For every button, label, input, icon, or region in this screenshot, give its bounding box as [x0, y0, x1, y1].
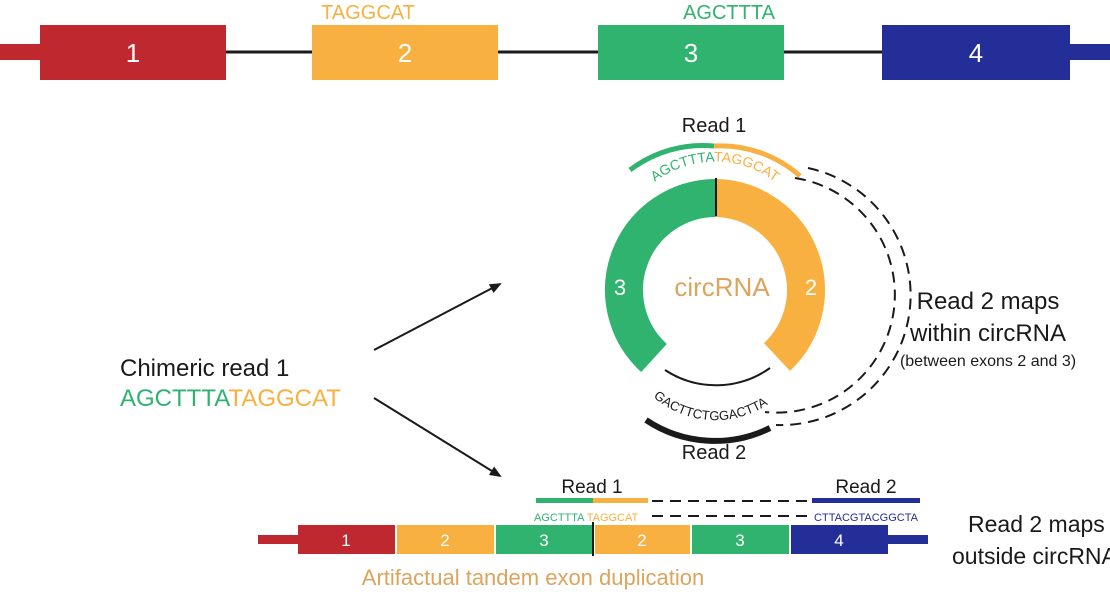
tandem-read2-sequence: CTTACGTACGGCTA: [814, 512, 919, 524]
top-exon-2-sequence: TAGGCAT: [321, 2, 415, 24]
tandem-caption: Artifactual tandem exon duplication: [362, 565, 704, 590]
top-exon-3: [598, 25, 784, 80]
circ-dashed-arc-outer: [775, 167, 912, 427]
top-exon-1: [40, 25, 226, 80]
tandem-exon-4-label: 4: [834, 531, 843, 550]
circ-read1-label: Read 1: [682, 115, 747, 137]
chimeric-read-group: Chimeric read 1 AGCTTTATAGGCAT: [120, 283, 502, 478]
top-exon-2-label: 2: [398, 38, 412, 68]
tandem-note-line2: outside circRNA: [952, 543, 1110, 569]
arrow-to-tandem: [373, 397, 502, 478]
circ-read1-seq-orange: TAGGCAT: [714, 149, 783, 185]
circ-read1-green-bar: [628, 142, 715, 172]
tandem-exon-4: [791, 525, 888, 554]
chimeric-seq-green: AGCTTTA: [120, 385, 230, 412]
circ-read1-orange-bar: [713, 143, 802, 178]
tandem-utr-right: [888, 535, 928, 544]
tandem-utr-left: [258, 535, 298, 544]
top-exon-1-label: 1: [126, 38, 140, 68]
circ-junction-arc: [664, 367, 771, 387]
tandem-read1-green-bar: [536, 498, 593, 503]
top-exon-4: [882, 25, 1070, 80]
tandem-read1-seq-orange: TAGGCAT: [587, 512, 639, 524]
tandem-note-line1: Read 2 maps: [968, 511, 1105, 537]
tandem-exon-2b: [595, 525, 690, 554]
circrna-group: 3 2 circRNA Read 1 AGCTTTATAGGCAT GACTTC…: [605, 115, 1076, 464]
top-gene: 1 2 3 4 TAGGCAT AGCTTTA: [0, 2, 1110, 80]
top-exon-2: [312, 25, 498, 80]
tandem-exon-3b: [692, 525, 789, 554]
circ-exon-2-label: 2: [805, 275, 817, 300]
tandem-exon-1: [298, 525, 395, 554]
tandem-exon-3a-label: 3: [539, 531, 548, 550]
chimeric-read-title: Chimeric read 1: [120, 355, 289, 382]
circ-exon-3-arc: [605, 179, 717, 373]
top-gene-utr-left: [0, 44, 40, 60]
tandem-exon-2b-label: 2: [637, 531, 646, 550]
circ-exon-3-label: 3: [614, 275, 626, 300]
tandem-exon-3a: [496, 525, 593, 554]
circ-read2-bar: [644, 417, 772, 444]
circ-dashed-arc-inner: [764, 177, 896, 414]
circ-read2-sequence-arc: GACTTCTGGACTTA: [651, 388, 770, 424]
tandem-exon-3b-label: 3: [735, 531, 744, 550]
circ-exon-2-arc: [714, 179, 825, 371]
tandem-exon-2a-label: 2: [440, 531, 449, 550]
top-exon-3-label: 3: [684, 38, 698, 68]
circ-read2-label: Read 2: [682, 442, 747, 464]
chimeric-seq-orange: TAGGCAT: [228, 385, 341, 412]
circrna-center-label: circRNA: [674, 272, 770, 302]
circ-note-line1: Read 2 maps: [917, 288, 1060, 315]
circ-note-line2: within circRNA: [909, 320, 1066, 347]
top-exon-3-sequence: AGCTTTA: [683, 2, 776, 24]
tandem-exon-2a: [397, 525, 494, 554]
circ-read2-seq-tspan: GACTTCTGGACTTA: [651, 388, 770, 424]
tandem-read1-seq-green: AGCTTTA: [534, 512, 585, 524]
tandem-read2-label: Read 2: [835, 477, 896, 498]
tandem-exon-1-label: 1: [341, 531, 350, 550]
arrow-to-circrna: [373, 283, 502, 351]
circ-note-line3: (between exons 2 and 3): [900, 353, 1076, 370]
chimeric-read-sequence: AGCTTTATAGGCAT: [120, 385, 341, 412]
top-gene-utr-right: [1070, 44, 1110, 60]
tandem-read1-label: Read 1: [561, 477, 622, 498]
tandem-read1-orange-bar: [593, 498, 648, 503]
tandem-read2-bar: [812, 498, 920, 503]
top-exon-4-label: 4: [969, 38, 983, 68]
